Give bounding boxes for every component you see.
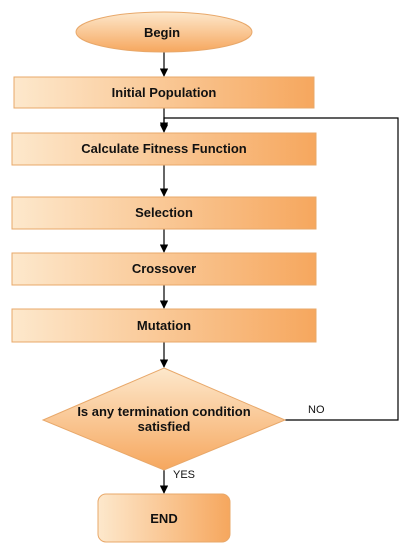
initial-population-node: [13, 76, 315, 109]
decision-label-line2: satisfied: [138, 419, 191, 434]
calculate-fitness-node: [11, 132, 317, 166]
mutation-node: [11, 308, 317, 343]
no-label: NO: [308, 404, 325, 416]
begin-node: [75, 11, 253, 53]
termination-decision-node: [41, 367, 287, 471]
crossover-label: Crossover: [132, 261, 196, 276]
decision-label-line1: Is any termination condition: [77, 404, 250, 419]
end-node: [97, 493, 231, 543]
initial-population-label: Initial Population: [112, 85, 217, 100]
yes-label: YES: [173, 469, 195, 481]
begin-label: Begin: [144, 25, 180, 40]
crossover-node: [11, 252, 317, 286]
mutation-label: Mutation: [137, 318, 191, 333]
selection-label: Selection: [135, 205, 193, 220]
selection-node: [11, 196, 317, 230]
arrow-no-loop-back: [159, 117, 399, 421]
end-label: END: [150, 511, 177, 526]
calculate-fitness-label: Calculate Fitness Function: [81, 141, 246, 156]
